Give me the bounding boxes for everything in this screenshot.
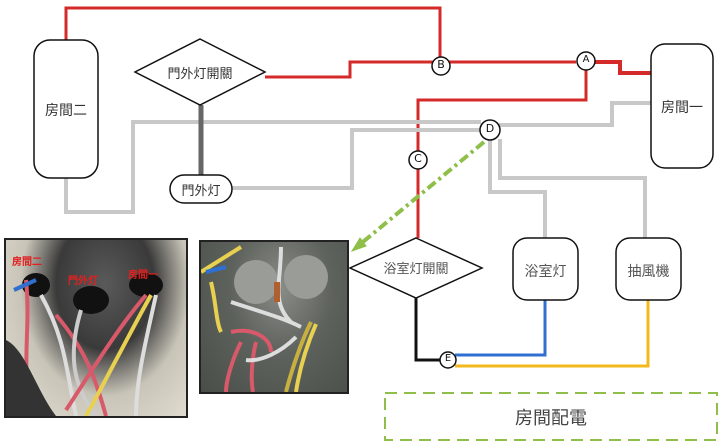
wire-grey-d-room1	[499, 101, 651, 127]
wire-blue-e-bathlight	[455, 300, 547, 357]
bath-switch-diamond	[348, 237, 484, 299]
junction-c	[408, 150, 428, 170]
bath-switch-label: 浴室灯開關	[383, 262, 449, 277]
junction-d	[479, 119, 501, 141]
wire-red-switch-a	[265, 60, 576, 79]
photo-wires	[6, 273, 163, 416]
arrow-head	[350, 237, 367, 252]
junction-a-label: A	[582, 54, 590, 65]
wire-grey-room2-d	[64, 120, 481, 214]
fan-box	[615, 237, 682, 301]
junction-d-label: D	[485, 122, 495, 135]
junction-box-photo-2	[199, 240, 349, 394]
photo-pointer-arrow	[356, 140, 486, 248]
junction-b-label: B	[437, 58, 445, 71]
photo-label-door-light: 門外灯	[68, 276, 98, 287]
junction-c-label: C	[414, 152, 422, 165]
wire-black-switch-e	[414, 298, 440, 362]
wire-red-room2-b	[64, 6, 442, 57]
photo-label-room1: 房間一	[128, 270, 158, 281]
room1-label: 房間一	[661, 100, 703, 116]
wire-grey-lamp-d	[232, 128, 481, 190]
junction-box-photo-1: 房間二 門外灯 房間一	[4, 238, 188, 418]
room2-box	[33, 39, 99, 179]
photo-wires-2	[201, 245, 328, 392]
wire-grey-d-bathlight	[488, 139, 547, 238]
junction-b	[431, 56, 451, 76]
bath-light-box	[512, 237, 579, 301]
wire-red-a-room1	[595, 60, 651, 75]
junction-a	[576, 51, 596, 71]
junction-e-label: E	[444, 353, 452, 364]
room2-label: 房間二	[45, 103, 87, 119]
bath-light-label: 浴室灯	[524, 264, 567, 280]
junction-e	[439, 351, 457, 369]
door-light-switch-diamond	[133, 38, 267, 106]
photo-label-room2: 房間二	[12, 257, 42, 268]
door-light-box	[169, 174, 233, 204]
wire-yellow-e-fan	[455, 300, 650, 368]
room1-box	[650, 43, 714, 169]
wire-grey-d-fan	[498, 139, 647, 238]
door-light-switch-label: 門外灯開關	[167, 67, 233, 82]
fan-label: 抽風機	[627, 264, 670, 280]
door-light-label: 門外灯	[181, 184, 221, 199]
diagram-title: 房間配電	[515, 408, 587, 429]
